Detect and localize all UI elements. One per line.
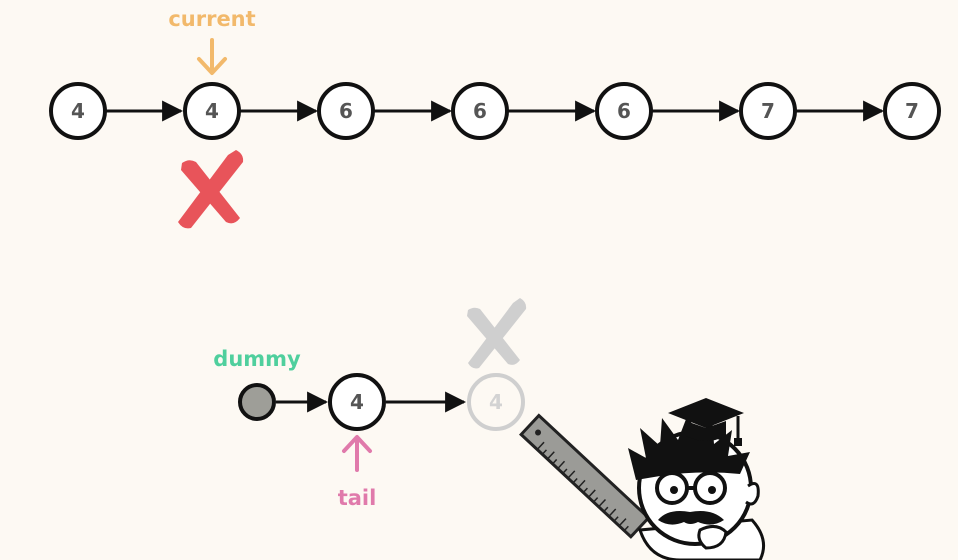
top-node-0: 4 [49, 82, 107, 140]
top-node-1: 4 [183, 82, 241, 140]
bottom-node-0: 4 [328, 373, 386, 431]
arrow-up-icon [342, 435, 372, 472]
dummy-node [238, 383, 276, 421]
current-pointer: current [168, 7, 256, 75]
top-node-3-value: 6 [473, 99, 487, 123]
ruler-icon [519, 413, 651, 539]
arrow-down-icon [197, 38, 227, 75]
top-node-0-value: 4 [71, 99, 85, 123]
tail-pointer: tail [338, 435, 377, 510]
current-label: current [168, 7, 255, 31]
top-node-1-value: 4 [205, 99, 219, 123]
top-linked-list: 4 4 6 6 6 7 7 [49, 82, 941, 140]
top-node-4: 6 [595, 82, 653, 140]
top-node-6-value: 7 [905, 99, 919, 123]
top-node-4-value: 6 [617, 99, 631, 123]
bottom-linked-list: dummy 4 4 [213, 298, 527, 431]
graduation-cap-icon [668, 398, 744, 446]
dummy-label: dummy [213, 347, 301, 371]
faded-x-mark-icon [467, 298, 527, 369]
top-node-2: 6 [317, 82, 375, 140]
top-node-6: 7 [883, 82, 941, 140]
faded-node: 4 [467, 373, 525, 431]
tail-label: tail [338, 486, 377, 510]
professor-mascot-icon [628, 414, 766, 560]
top-node-5-value: 7 [761, 99, 775, 123]
faded-node-value: 4 [489, 390, 503, 414]
top-node-5: 7 [739, 82, 797, 140]
bottom-node-0-value: 4 [350, 390, 364, 414]
top-node-2-value: 6 [339, 99, 353, 123]
x-mark-icon [178, 150, 244, 229]
top-node-3: 6 [451, 82, 509, 140]
